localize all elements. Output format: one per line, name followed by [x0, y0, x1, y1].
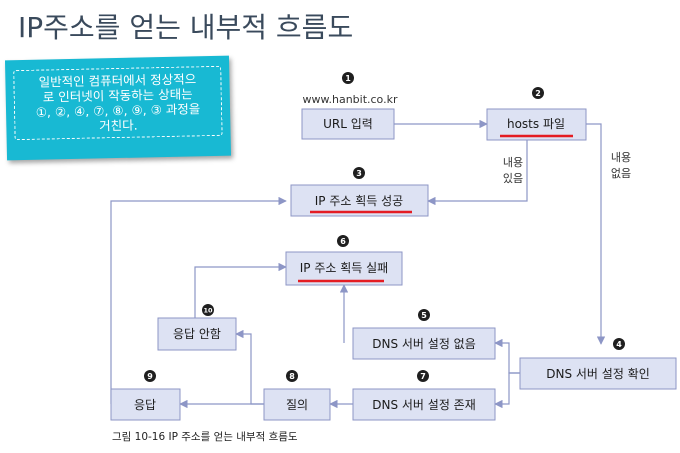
flow-edges — [110, 119, 606, 409]
node-response-label: 응답 — [134, 398, 156, 412]
node-hosts-file-label: hosts 파일 — [507, 117, 565, 131]
step-badge-6: 6 — [337, 235, 349, 247]
node-query-label: 질의 — [286, 398, 308, 412]
step-badge-4: 4 — [613, 338, 625, 350]
step-badge-5: 5 — [418, 309, 430, 321]
svg-text:6: 6 — [340, 237, 346, 246]
step-badge-7: 7 — [417, 370, 429, 382]
svg-text:9: 9 — [147, 372, 153, 381]
node-ip-fail-label: IP 주소 획득 실패 — [300, 261, 388, 275]
node-ip-fail: IP 주소 획득 실패 — [285, 251, 403, 286]
node-dns-check-label: DNS 서버 설정 확인 — [546, 367, 650, 381]
edge-label-has-content-1: 내용 — [503, 156, 523, 169]
svg-text:7: 7 — [420, 372, 426, 381]
node-response: 응답 — [110, 388, 181, 421]
svg-text:4: 4 — [616, 340, 622, 349]
node-dns-none: DNS 서버 설정 없음 — [352, 327, 496, 360]
step-badge-10: 10 — [202, 304, 214, 316]
svg-text:5: 5 — [421, 311, 427, 320]
node-dns-check: DNS 서버 설정 확인 — [519, 357, 677, 390]
svg-text:1: 1 — [345, 74, 351, 83]
edge-hosts-to-dns-check — [586, 123, 606, 345]
svg-text:3: 3 — [356, 169, 362, 178]
node-url-input: URL 입력 — [301, 108, 395, 140]
edge-no-response-to-fail — [194, 262, 287, 318]
edge-label-has-content-2: 있음 — [503, 172, 523, 185]
edge-label-no-content-2: 없음 — [611, 167, 631, 180]
figure-caption: 그림 10-16 IP 주소를 얻는 내부적 흐름도 — [112, 431, 298, 443]
node-url-input-label: URL 입력 — [323, 117, 373, 131]
step-badge-9: 9 — [144, 370, 156, 382]
edge-response-to-success — [110, 196, 287, 404]
step-badge-8: 8 — [286, 370, 298, 382]
svg-text:10: 10 — [203, 307, 213, 315]
node-dns-exists-label: DNS 서버 설정 존재 — [372, 398, 476, 412]
edge-dns-check-to-exists — [494, 372, 520, 409]
node-no-response: 응답 안함 — [157, 317, 237, 351]
node-ip-success-label: IP 주소 획득 성공 — [315, 194, 403, 208]
node-dns-none-label: DNS 서버 설정 없음 — [372, 337, 476, 351]
edge-hosts-to-success — [427, 140, 528, 206]
edge-label-no-content-1: 내용 — [611, 151, 631, 164]
edge-dns-check-to-none — [494, 338, 520, 374]
url-example: www.hanbit.co.kr — [303, 93, 398, 106]
edge-query-to-no-response — [235, 329, 264, 405]
node-query: 질의 — [263, 388, 331, 421]
step-badge-1: 1 — [342, 72, 354, 84]
page-title: IP주소를 얻는 내부적 흐름도 — [18, 11, 354, 44]
step-badge-2: 2 — [532, 87, 544, 99]
svg-text:8: 8 — [289, 372, 295, 381]
step-badge-3: 3 — [353, 167, 365, 179]
node-no-response-label: 응답 안함 — [173, 327, 221, 341]
svg-text:2: 2 — [535, 89, 541, 98]
node-dns-exists: DNS 서버 설정 존재 — [352, 388, 496, 421]
